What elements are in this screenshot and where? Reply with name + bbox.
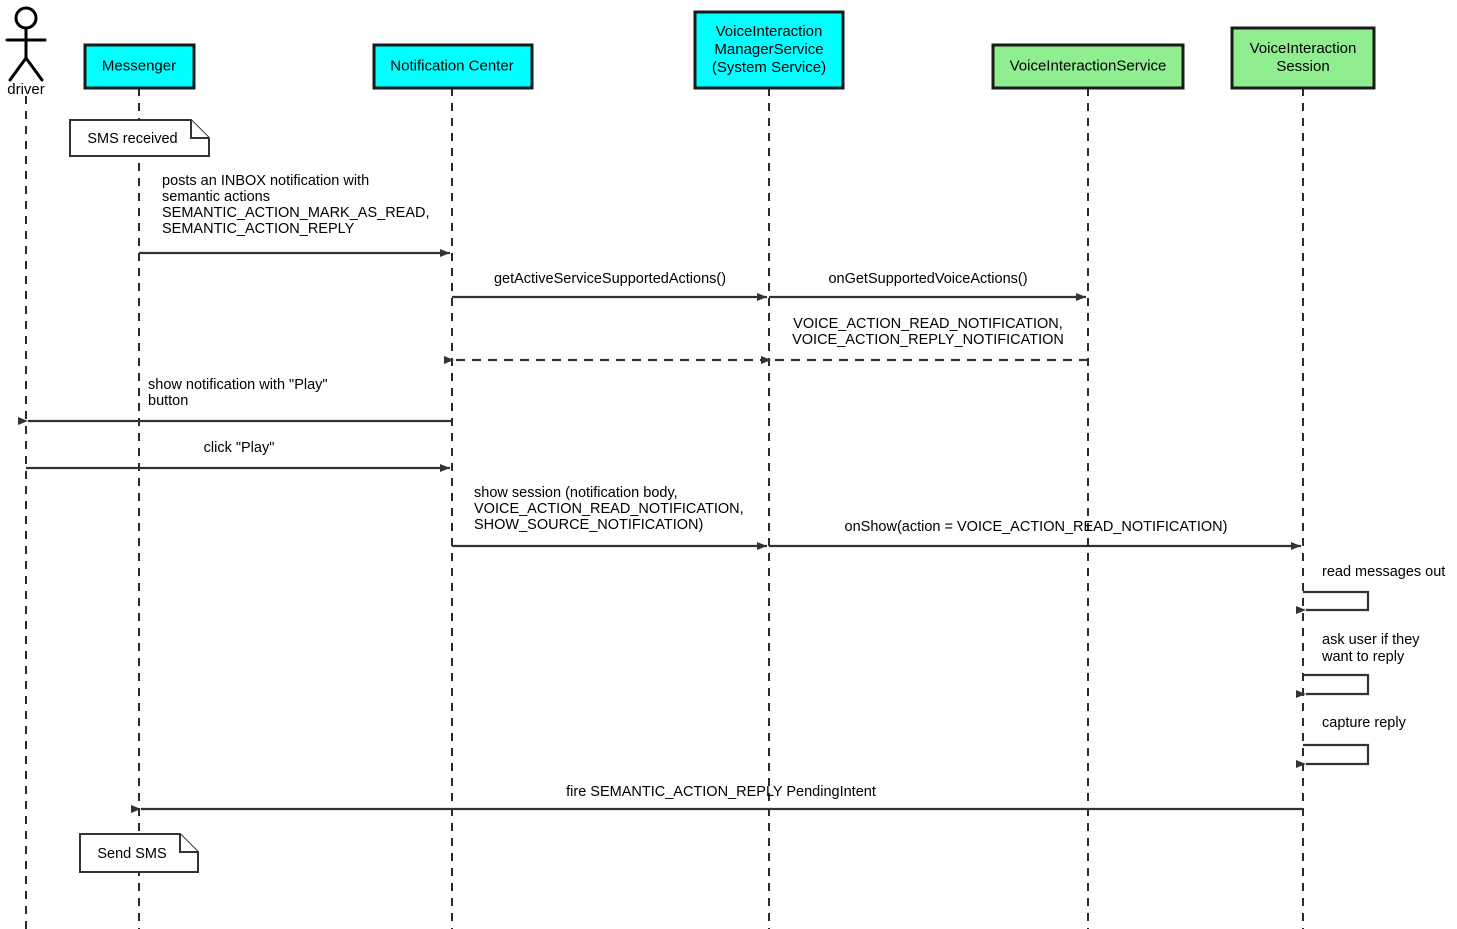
actor-label-driver: driver [7,81,45,98]
self-message-label-ask-user-if-they-want-to-reply: want to reply [1321,649,1405,665]
note-shape-sms-received [69,119,210,157]
note-shape-send-sms [79,833,199,873]
message-label-posts-inbox-notification: SEMANTIC_ACTION_REPLY [162,221,355,237]
note-fold-icon-send-sms [179,834,198,853]
participant-label-voiceinteraction-managerservice: (System Service) [712,59,826,76]
note-label-send-sms: Send SMS [97,846,166,862]
messages-layer: posts an INBOX notification withsemantic… [18,173,1303,813]
participant-label-voiceinteractionservice: VoiceInteractionService [1010,57,1167,74]
participant-label-voiceinteraction-session: VoiceInteraction [1250,40,1357,57]
self-message-label-capture-reply: capture reply [1322,715,1407,731]
message-label-show-session: VOICE_ACTION_READ_NOTIFICATION, [474,501,744,517]
message-label-show-notification-with-play-button: button [148,393,188,409]
note-label-sms-received: SMS received [87,131,177,147]
message-label-posts-inbox-notification: posts an INBOX notification with [162,173,369,189]
message-label-fire-semantic-action-reply-pendingintent: fire SEMANTIC_ACTION_REPLY PendingIntent [566,784,876,800]
lifelines-layer [25,88,1304,929]
actor-head-icon [14,6,38,30]
self-message-label-ask-user-if-they-want-to-reply: ask user if they [1322,632,1420,648]
message-label-show-notification-with-play-button: show notification with "Play" [148,377,328,393]
participant-box-voiceinteractionservice[interactable] [991,43,1185,90]
message-label-voice-actions-return-to-vims: VOICE_ACTION_REPLY_NOTIFICATION [792,332,1064,348]
self-message-arrow-ask-user-if-they-want-to-reply [1296,673,1370,698]
actor-body-icon [5,27,47,82]
message-label-show-session: show session (notification body, [474,485,678,501]
self-message-arrow-capture-reply [1296,743,1370,768]
message-label-show-session: SHOW_SOURCE_NOTIFICATION) [474,517,703,533]
participant-box-voiceinteraction-session[interactable] [1230,26,1376,90]
participant-label-voiceinteraction-managerservice: ManagerService [714,41,823,58]
actor-layer: driver [5,6,47,98]
participant-box-messenger[interactable] [83,43,196,90]
self-message-label-read-messages-out: read messages out [1322,564,1445,580]
message-label-on-get-supported-voice-actions: onGetSupportedVoiceActions() [828,271,1027,287]
message-label-posts-inbox-notification: SEMANTIC_ACTION_MARK_AS_READ, [162,205,430,221]
message-label-on-show: onShow(action = VOICE_ACTION_READ_NOTIFI… [845,519,1228,535]
participant-label-notification-center: Notification Center [390,57,513,74]
note-fold-icon-sms-received [190,120,209,139]
message-label-posts-inbox-notification: semantic actions [162,189,270,205]
participant-label-voiceinteraction-managerservice: VoiceInteraction [716,23,823,40]
self-message-arrow-read-messages-out [1296,590,1370,614]
participant-box-voiceinteraction-managerservice[interactable] [693,10,845,90]
participant-label-messenger: Messenger [102,57,176,74]
message-label-click-play: click "Play" [204,440,275,456]
participant-box-notification-center[interactable] [372,43,534,90]
message-label-voice-actions-return-to-vims: VOICE_ACTION_READ_NOTIFICATION, [793,316,1063,332]
participant-label-voiceinteraction-session: Session [1276,58,1329,75]
participants-layer: Messenger Notification Center VoiceInterac… [83,10,1376,90]
message-label-get-active-service-supported-actions: getActiveServiceSupportedActions() [494,271,726,287]
